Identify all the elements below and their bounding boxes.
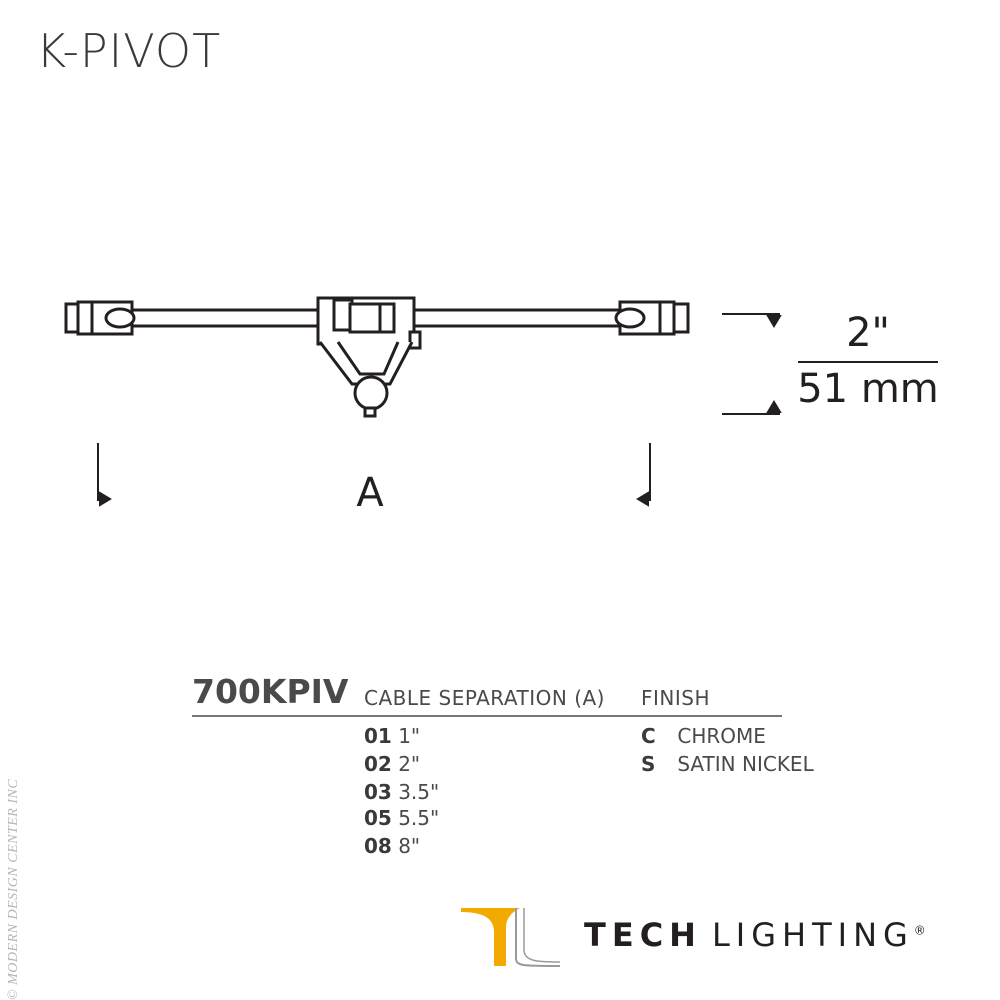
cable-option-code: 02 — [364, 752, 392, 776]
separation-dimension — [97, 443, 651, 507]
left-cable-clamp — [64, 300, 136, 336]
right-cable-clamp — [614, 300, 690, 336]
separation-a-label: A — [356, 470, 384, 516]
finish-option-row: C CHROME — [641, 724, 766, 748]
finish-option-value: CHROME — [677, 724, 766, 748]
tech-lighting-logo-icon — [461, 908, 561, 967]
brand-name-part1: TECH — [584, 916, 702, 954]
cable-option-value: 5.5" — [398, 806, 440, 830]
model-number: 700KPIV — [192, 672, 349, 711]
brand-name-part2: LIGHTING — [711, 916, 914, 954]
cable-separation-header: CABLE SEPARATION (A) — [364, 686, 605, 710]
cable-option-code: 03 — [364, 780, 392, 804]
cable-option-value: 8" — [398, 834, 421, 858]
finish-option-value: SATIN NICKEL — [677, 752, 814, 776]
cable-option-value: 1" — [398, 724, 421, 748]
cable-option-row: 08 8" — [364, 834, 420, 858]
cable-option-value: 2" — [398, 752, 421, 776]
finish-option-code: S — [641, 752, 656, 776]
cable-option-code: 01 — [364, 724, 392, 748]
cable-option-code: 08 — [364, 834, 392, 858]
finish-option-code: C — [641, 724, 656, 748]
cable-option-row: 02 2" — [364, 752, 420, 776]
height-dimension — [722, 313, 938, 415]
center-pivot — [316, 296, 422, 418]
copyright-watermark: © MODERN DESIGN CENTER INC — [6, 778, 21, 1000]
height-imperial-label: 2" — [846, 310, 890, 356]
cable-option-row: 01 1" — [364, 724, 420, 748]
registered-mark: ® — [913, 923, 926, 938]
cable-option-value: 3.5" — [398, 780, 440, 804]
cable-option-row: 05 5.5" — [364, 806, 439, 830]
finish-header: FINISH — [641, 686, 710, 710]
cable-option-code: 05 — [364, 806, 392, 830]
page-title: K-PIVOT — [36, 24, 222, 78]
finish-option-row: S SATIN NICKEL — [641, 752, 814, 776]
height-metric-label: 51 mm — [797, 366, 939, 412]
cable-option-row: 03 3.5" — [364, 780, 439, 804]
